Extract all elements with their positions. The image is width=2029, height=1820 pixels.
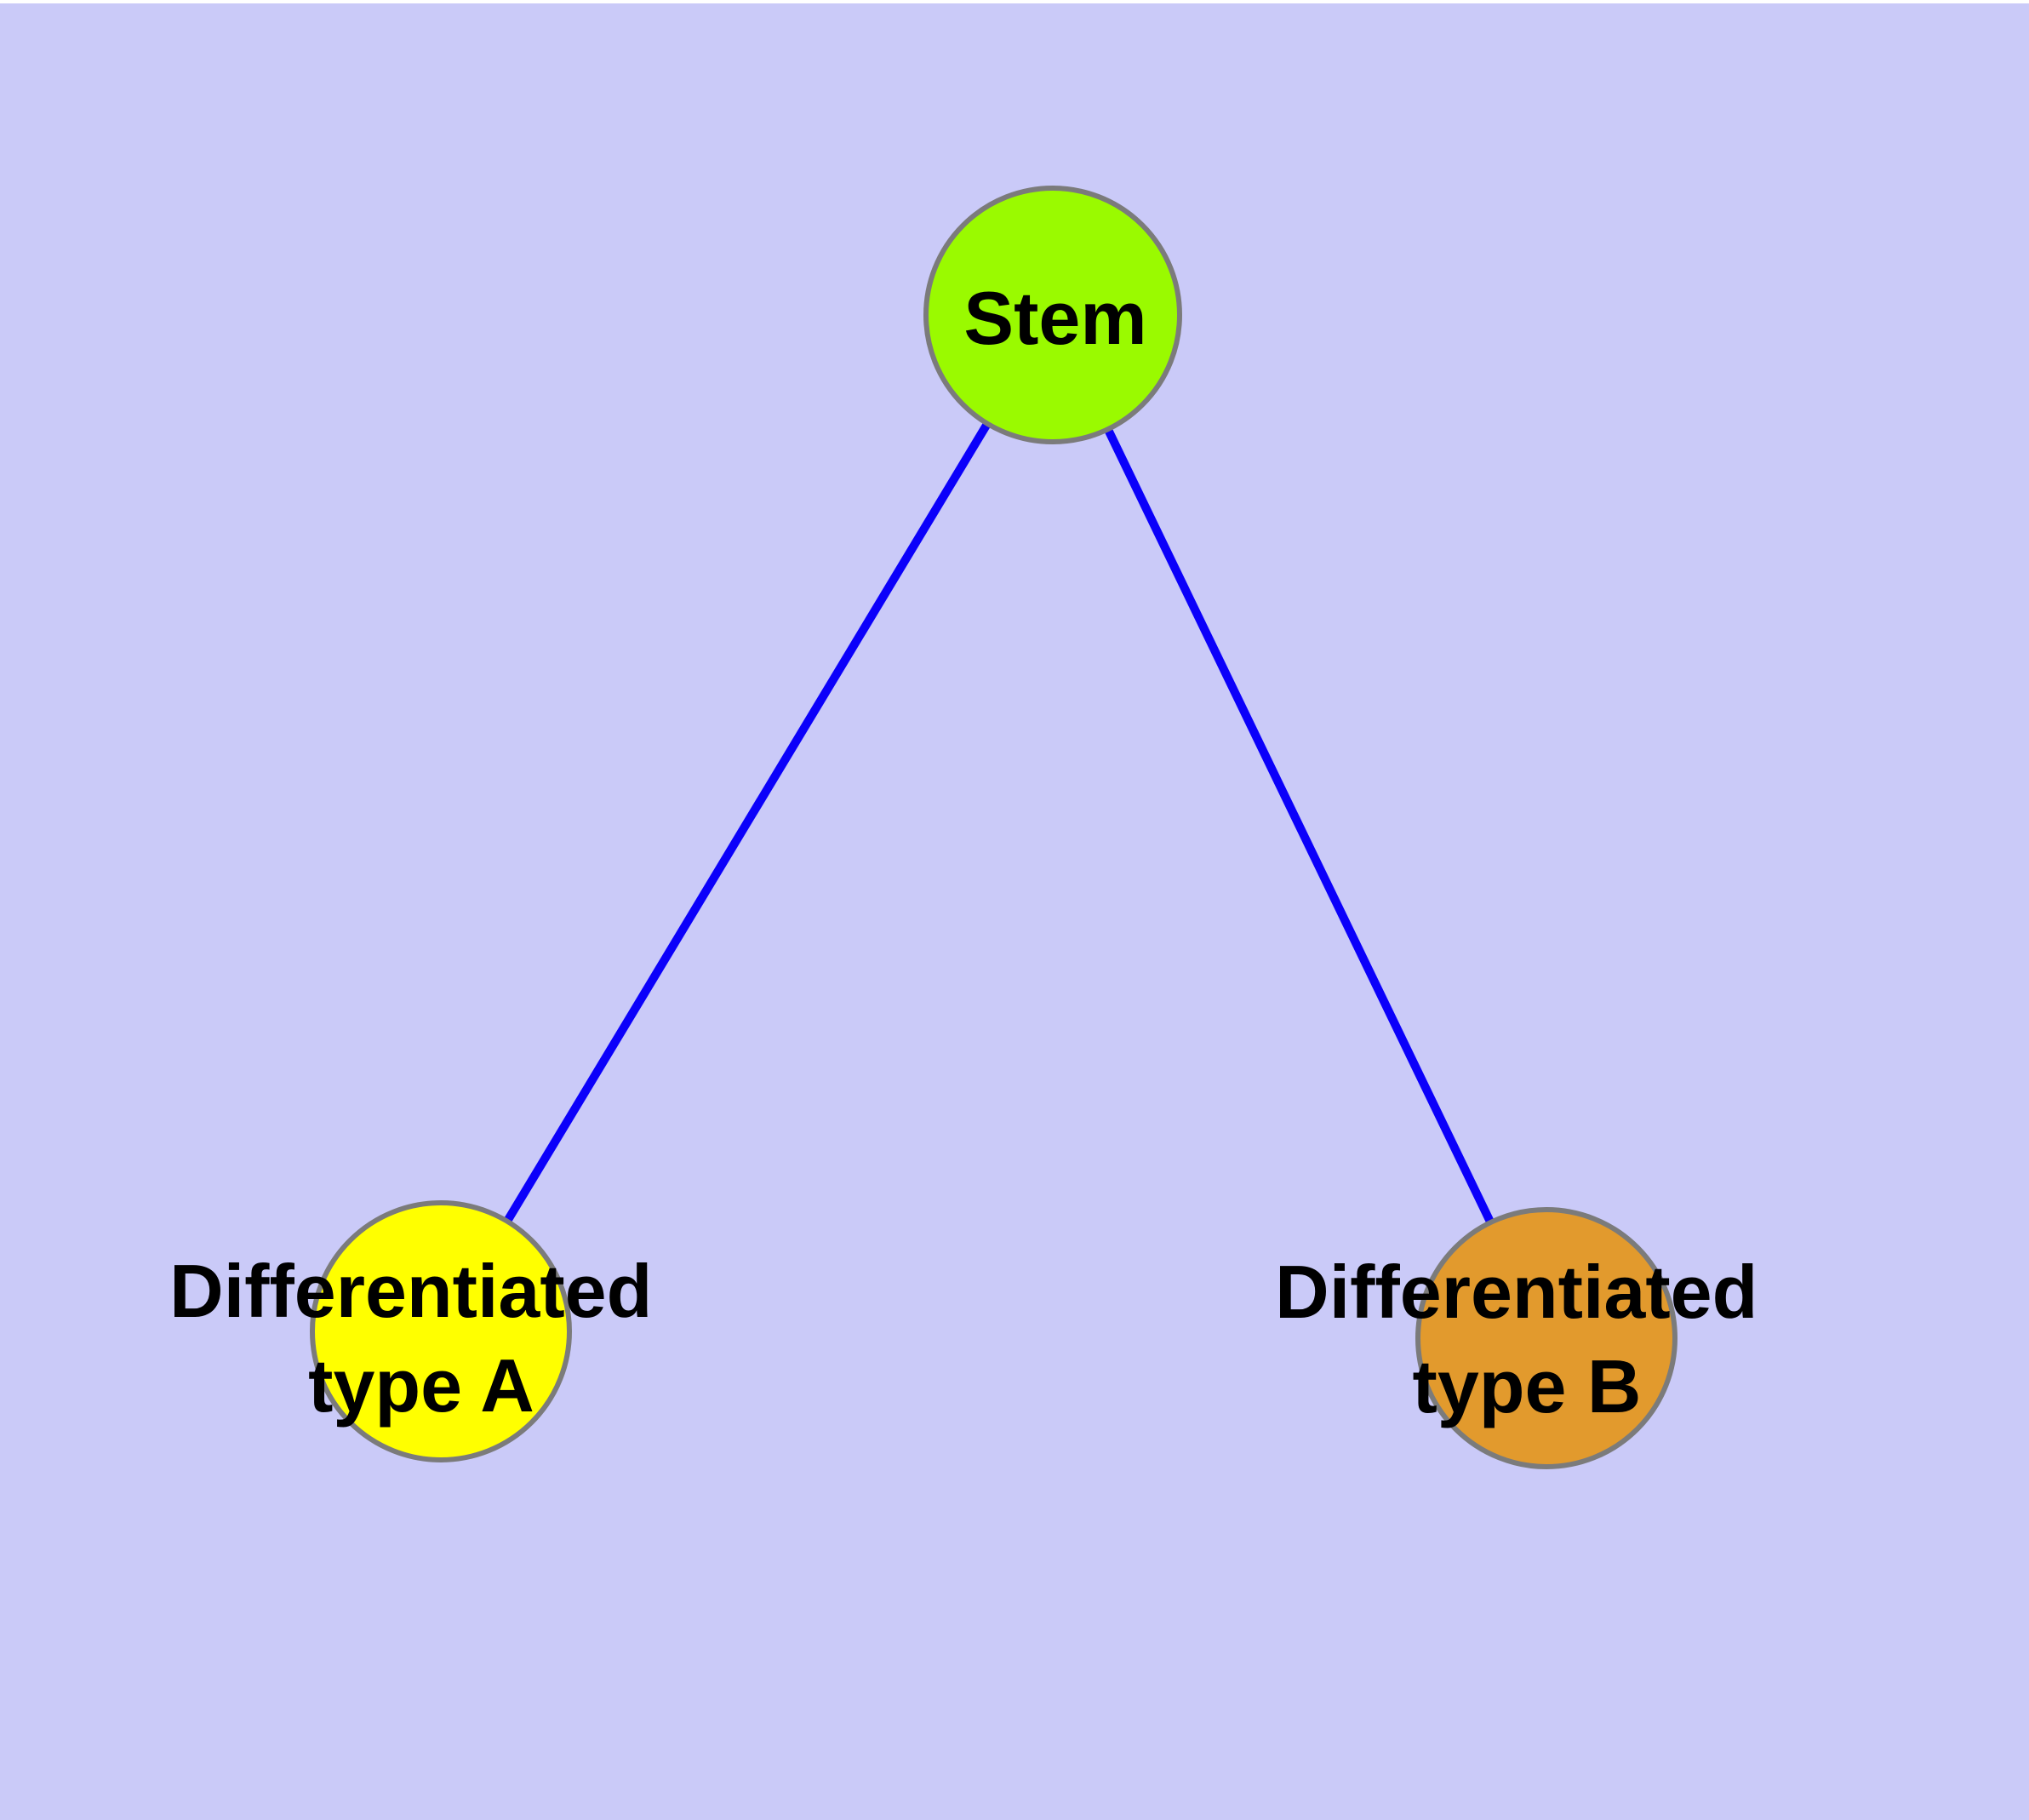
edge-stem-to-type-a — [437, 312, 1057, 1334]
node-type-b-label-line1: Differentiated — [1275, 1250, 1758, 1334]
node-type-a-label-line2: type A — [308, 1343, 534, 1428]
top-white-strip — [0, 0, 2029, 3]
edge-stem-to-type-b — [1049, 312, 1551, 1341]
node-type-b-label: Differentiated type B — [1275, 1250, 1779, 1428]
node-type-b-label-line2: type B — [1413, 1344, 1642, 1428]
node-stem-circle — [923, 186, 1182, 444]
node-type-a-label-line1: Differentiated — [169, 1249, 652, 1333]
node-type-b-circle — [1415, 1207, 1677, 1469]
node-type-a-circle — [310, 1200, 572, 1462]
node-type-a-label: Differentiated type A — [169, 1249, 673, 1428]
node-stem-label: Stem — [963, 276, 1146, 360]
